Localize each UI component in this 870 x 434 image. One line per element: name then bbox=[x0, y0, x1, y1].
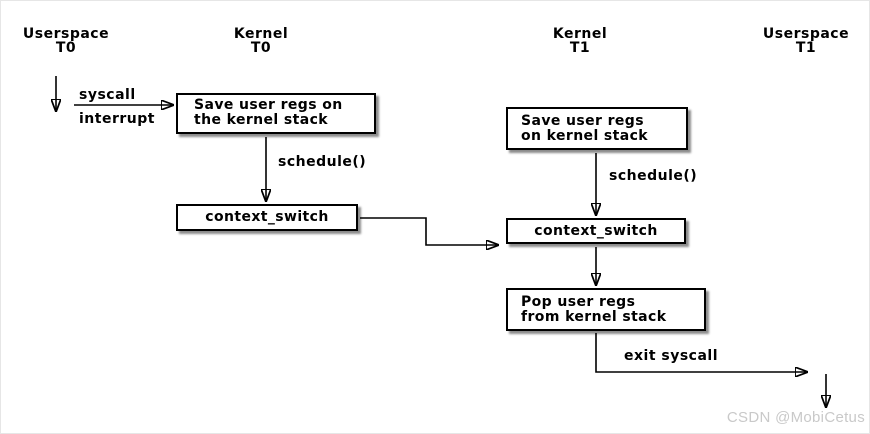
column-header-kernel-t1: Kernel T1 bbox=[520, 27, 640, 55]
column-header-line2: T0 bbox=[55, 40, 77, 56]
box-text-line2: on kernel stack bbox=[521, 128, 649, 144]
box-text: context_switch bbox=[534, 222, 658, 239]
watermark-text: CSDN @MobiCetus bbox=[726, 409, 865, 426]
column-header-line2: T0 bbox=[250, 40, 272, 56]
edge-label-schedule-t1: schedule() bbox=[609, 168, 698, 184]
edge-label-exit-syscall: exit syscall bbox=[624, 348, 719, 364]
column-header-userspace-t0: Userspace T0 bbox=[6, 27, 126, 55]
column-header-userspace-t1: Userspace T1 bbox=[746, 27, 866, 55]
column-header-line1: Userspace bbox=[22, 26, 110, 42]
column-header-line1: Kernel bbox=[552, 26, 608, 42]
column-header-line2: T1 bbox=[795, 40, 817, 56]
box-text-line1: Pop user regs bbox=[521, 294, 636, 310]
box-text-line1: Save user regs bbox=[521, 113, 644, 129]
box-text-line2: the kernel stack bbox=[194, 112, 328, 128]
column-header-kernel-t0: Kernel T0 bbox=[201, 27, 321, 55]
arrow-exit-syscall-icon bbox=[595, 333, 807, 372]
edge-label-schedule-t0: schedule() bbox=[278, 154, 367, 170]
column-header-line1: Userspace bbox=[762, 26, 850, 42]
column-header-line2: T1 bbox=[569, 40, 591, 56]
box-text: context_switch bbox=[205, 209, 329, 225]
box-save-user-regs-t0: Save user regs on the kernel stack bbox=[176, 93, 376, 134]
box-context-switch-t1: context_switch bbox=[506, 218, 686, 244]
arrow-context-switch-link-icon bbox=[360, 217, 498, 245]
box-context-switch-t0: context_switch bbox=[176, 204, 358, 231]
box-save-user-regs-t1: Save user regs on kernel stack bbox=[506, 107, 688, 150]
edge-label-syscall: syscall bbox=[79, 87, 136, 103]
box-text-line1: Save user regs on bbox=[194, 97, 343, 113]
column-header-line1: Kernel bbox=[233, 26, 289, 42]
edge-label-interrupt: interrupt bbox=[79, 111, 155, 127]
box-pop-user-regs-t1: Pop user regs from kernel stack bbox=[506, 288, 706, 331]
box-text-line2: from kernel stack bbox=[521, 309, 667, 325]
